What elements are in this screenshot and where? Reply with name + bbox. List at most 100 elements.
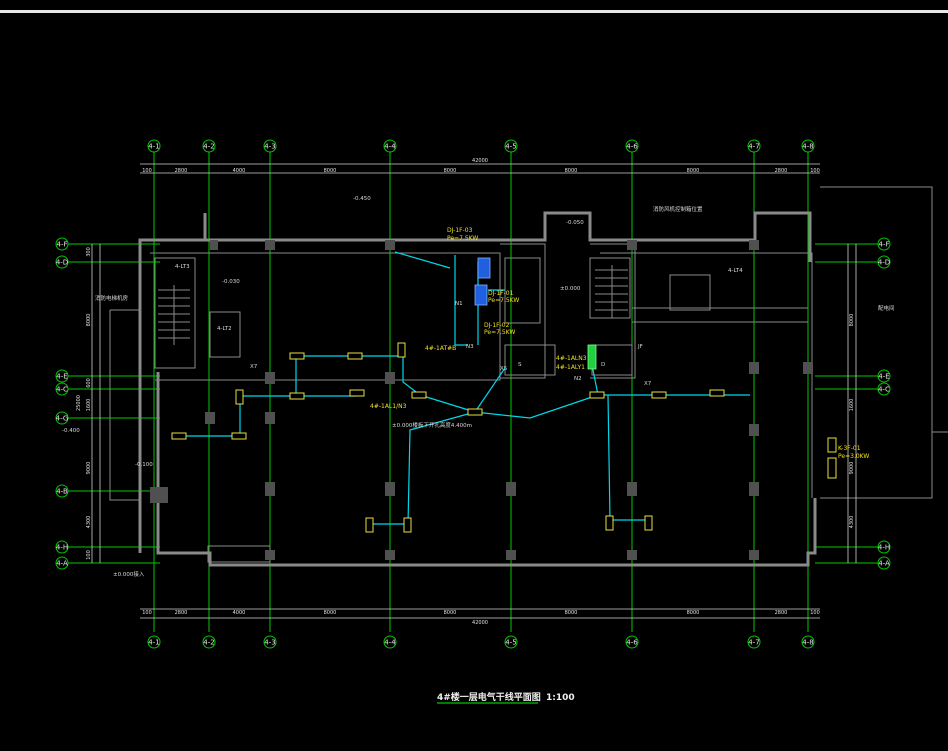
top-span-7: 2800 xyxy=(775,168,788,174)
annotations-white: 4-LT3 4-LT4 4-LT2 N1 N2 N3 X5 X7 X7 -0.4… xyxy=(62,196,743,578)
grid-top-4: 4-4 xyxy=(384,143,396,151)
panel-box-b xyxy=(474,284,488,306)
n3-label: N3 xyxy=(466,344,474,350)
grid-bubbles-left: 4-F 4-D 4-E 4-C 4-G 4-B 4-H 4-A xyxy=(55,237,69,570)
top-span-3: 8000 xyxy=(324,168,337,174)
grid-left-6: 4-B xyxy=(56,488,68,496)
grid-top-1: 4-1 xyxy=(148,143,159,151)
grid-left-5: 4-G xyxy=(56,415,69,423)
grid-bottom-5: 4-5 xyxy=(505,639,516,647)
bottom-span-7: 2800 xyxy=(775,610,788,616)
grid-bottom-4: 4-4 xyxy=(384,639,396,647)
left-small-3: 1600 xyxy=(86,399,92,412)
grid-bottom-2: 4-2 xyxy=(203,639,214,647)
grid-left-4: 4-C xyxy=(56,386,68,394)
grid-bottom-3: 4-3 xyxy=(264,639,275,647)
annotations-yellow: DJ-1F-03 Pe=7.5KW DJ-1F-01 Pe=7.5KW DJ-1… xyxy=(370,227,869,460)
left-small-1: 300 xyxy=(86,247,92,257)
top-border-line xyxy=(0,10,948,13)
n1-label: N1 xyxy=(455,301,463,307)
bottom-edge-dim-left: 100 xyxy=(142,610,152,616)
top-edge-dim-left: 100 xyxy=(142,168,152,174)
top-total-dim: 42000 xyxy=(472,158,488,164)
panel-a-power: Pe=7.5KW xyxy=(447,235,478,242)
panel-c-power: Pe=7.5KW xyxy=(484,329,515,336)
drawing-title: 4#楼一层电气干线平面图 1:100 xyxy=(437,691,575,704)
building-walls xyxy=(109,211,817,567)
right-small-4: 4300 xyxy=(849,516,855,529)
grid-bottom-1: 4-1 xyxy=(148,639,159,647)
left-small-5: 100 xyxy=(86,550,92,560)
right-span-1: 8000 xyxy=(849,314,855,327)
right-annex: 配电间 xyxy=(820,186,948,499)
left-small-4: 4300 xyxy=(86,516,92,529)
drawing-title-text: 4#楼一层电气干线平面图 xyxy=(437,691,541,703)
panel-box-a xyxy=(477,257,491,279)
left-total: 25000 xyxy=(76,395,82,411)
top-span-5: 8000 xyxy=(565,168,578,174)
panel-a-label: DJ-1F-03 xyxy=(447,227,473,234)
x5-label: X5 xyxy=(500,366,508,372)
stair-1-label: 4-LT3 xyxy=(175,264,190,270)
drawing-scale: 1:100 xyxy=(546,693,575,703)
left-span-2: 9000 xyxy=(86,462,92,475)
grid-right-2: 4-D xyxy=(878,259,890,267)
grid-bubbles-bottom: 4-1 4-2 4-3 4-4 4-5 4-6 4-7 4-8 xyxy=(147,635,815,649)
bottom-span-5: 8000 xyxy=(565,610,578,616)
right-panel-label: K-3F-01 xyxy=(838,445,861,452)
top-dimension-texts: 42000 100 2800 4000 8000 8000 8000 8000 … xyxy=(142,158,820,174)
horizontal-grid-lines xyxy=(62,243,884,564)
level-e: -0.030 xyxy=(222,279,240,285)
box-3-label: 4#-1ALY1 xyxy=(556,364,585,371)
left-small-2: 600 xyxy=(86,378,92,388)
bottom-dimension-texts: 100 2800 4000 8000 8000 8000 8000 2800 1… xyxy=(142,610,820,626)
top-span-1: 2800 xyxy=(175,168,188,174)
box-2-label: 4#-1ALN3 xyxy=(556,355,587,362)
n2-label: N2 xyxy=(574,376,582,382)
box-1-label: 4#-1AT#B xyxy=(425,345,456,352)
bottom-span-1: 2800 xyxy=(175,610,188,616)
grid-top-6: 4-6 xyxy=(626,143,638,151)
right-small-3: 1600 xyxy=(849,399,855,412)
bottom-span-4: 8000 xyxy=(444,610,457,616)
side-dimension-texts: 8000 9000 25000 1600 4300 300 600 100 80… xyxy=(76,247,855,560)
grid-left-1: 4-F xyxy=(56,241,67,249)
top-span-6: 8000 xyxy=(687,168,700,174)
bottom-span-3: 8000 xyxy=(324,610,337,616)
bottom-total-dim: 42000 xyxy=(472,620,488,626)
right-room-label: 配电间 xyxy=(878,304,895,312)
grid-top-8: 4-8 xyxy=(802,143,813,151)
electrical-panels xyxy=(474,257,597,370)
top-span-2: 4000 xyxy=(233,168,246,174)
panel-b-label: DJ-1F-01 xyxy=(488,290,514,297)
grid-right-1: 4-F xyxy=(878,241,889,249)
level-d: -0.100 xyxy=(135,462,153,468)
jf-label: JF xyxy=(637,344,643,350)
note-height: ±0.000楼板下开孔高度4.400m xyxy=(392,421,472,429)
grid-bubbles-top: 4-1 4-2 4-3 4-4 4-5 4-6 4-7 4-8 xyxy=(147,139,815,153)
grid-left-8: 4-A xyxy=(56,560,68,568)
panel-c-label: DJ-1F-02 xyxy=(484,322,510,329)
panel-box-green xyxy=(587,344,597,370)
right-panel-power: Pe=3.0KW xyxy=(838,453,869,460)
grid-right-4: 4-C xyxy=(878,386,890,394)
grid-bottom-8: 4-8 xyxy=(802,639,813,647)
s-label: S xyxy=(518,362,522,368)
grid-right-6: 4-A xyxy=(878,560,890,568)
grid-right-5: 4-H xyxy=(878,544,890,552)
grid-bubbles-right: 4-F 4-D 4-E 4-C 4-H 4-A xyxy=(877,237,891,570)
grid-top-5: 4-5 xyxy=(505,143,516,151)
panel-b-power: Pe=7.5KW xyxy=(488,297,519,304)
elev-mark: ±0.000 xyxy=(560,286,581,292)
bottom-span-6: 8000 xyxy=(687,610,700,616)
top-edge-dim-right: 100 xyxy=(810,168,820,174)
note-floor: ±0.000接入 xyxy=(113,570,145,578)
level-c: -0.400 xyxy=(62,428,80,434)
x7-label-left: X7 xyxy=(250,364,258,370)
d-label: D xyxy=(601,362,605,368)
note-top: 消防风机控制箱位置 xyxy=(653,205,703,213)
dimension-lines xyxy=(91,163,857,619)
x7-label: X7 xyxy=(644,381,652,387)
elev-label: 4-LT2 xyxy=(217,326,232,332)
grid-right-3: 4-E xyxy=(878,373,889,381)
